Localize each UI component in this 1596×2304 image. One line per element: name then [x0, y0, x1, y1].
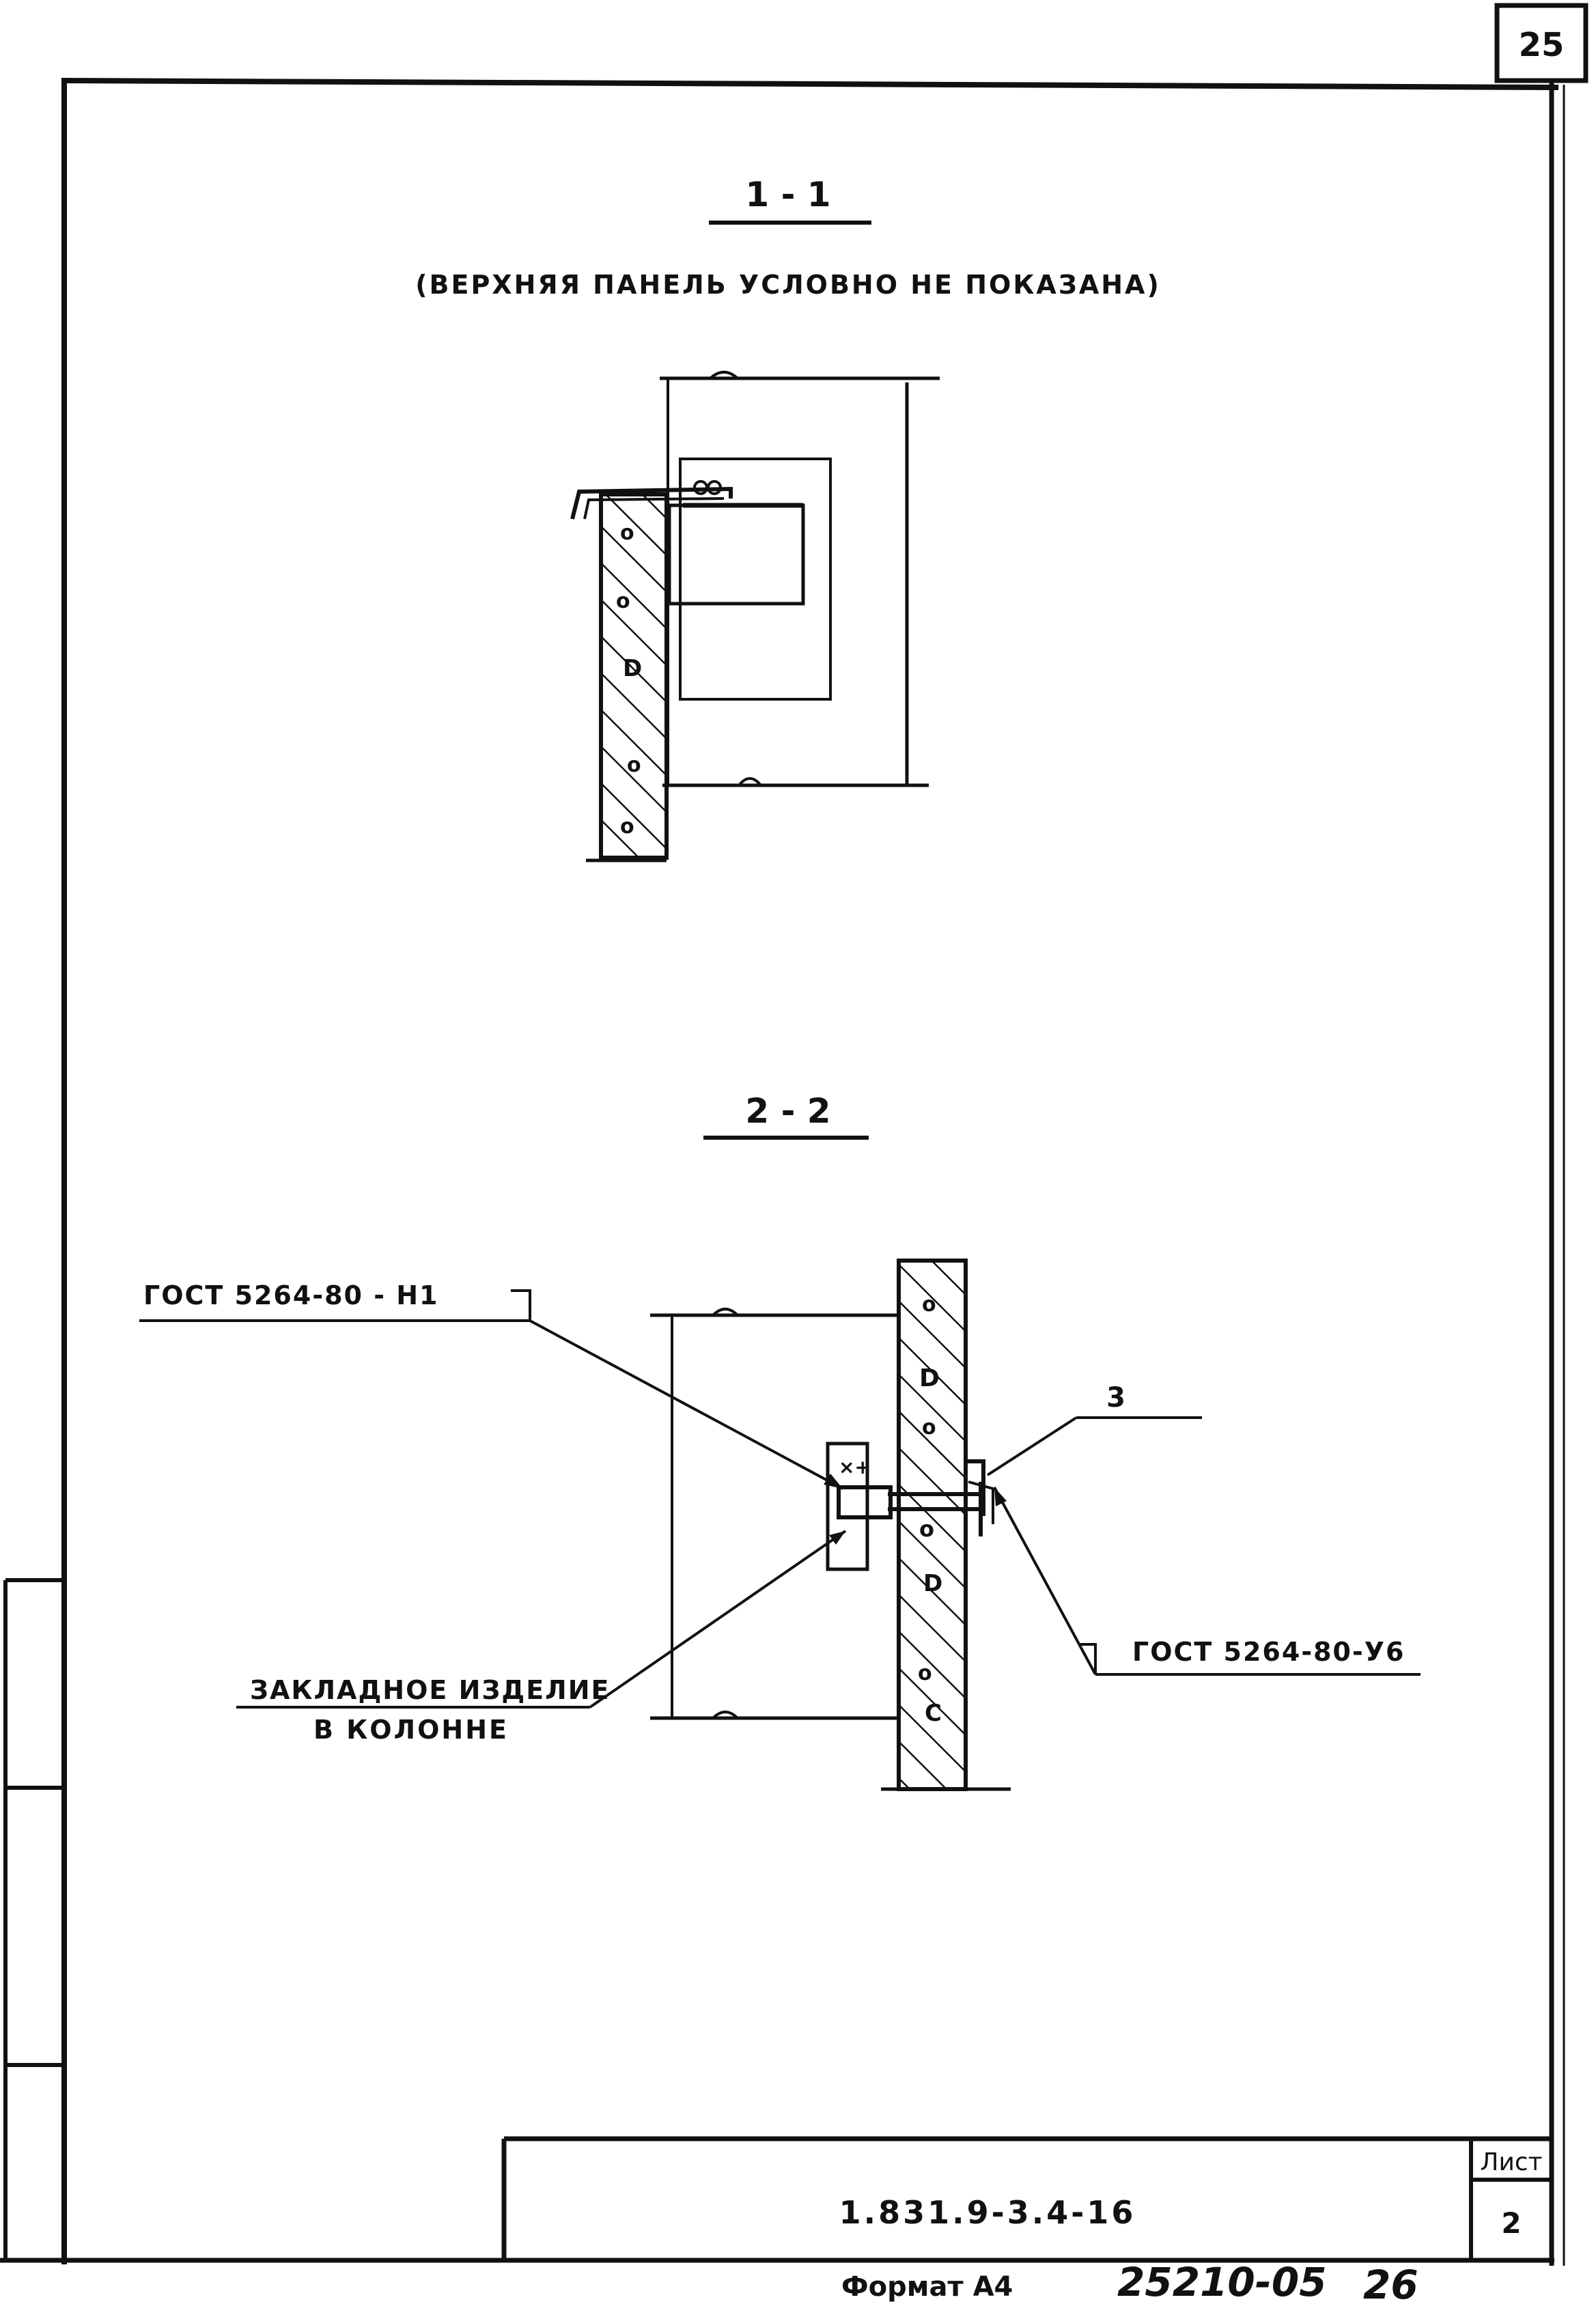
section-1-note: (ВЕРХНЯЯ ПАНЕЛЬ УСЛОВНО НЕ ПОКАЗАНА)	[415, 270, 1161, 300]
svg-text:D: D	[623, 655, 642, 682]
svg-text:o: o	[918, 1661, 932, 1685]
page-number: 25	[1519, 26, 1565, 64]
sheet-number: 2	[1501, 2206, 1521, 2240]
section-2-drawing: o D o o D o C ×+	[650, 1259, 1011, 1791]
format-label: Формат А4	[841, 2271, 1013, 2303]
callout-part-3: 3	[986, 1382, 1202, 1476]
callout-weld-right: ГОСТ 5264-80-У6	[993, 1487, 1420, 1676]
svg-text:o: o	[616, 589, 630, 613]
callout-embedded-line2: В КОЛОННЕ	[313, 1715, 509, 1745]
page-number-box: 25	[1494, 3, 1588, 83]
svg-text:o: o	[627, 753, 641, 777]
svg-text:o: o	[919, 1516, 934, 1542]
inventory-page: 26	[1363, 2262, 1418, 2304]
section-1-title: 1 - 1	[709, 175, 871, 225]
sheet-frame	[0, 78, 1565, 2266]
svg-text:×+: ×+	[839, 1456, 871, 1478]
svg-text:o: o	[620, 521, 634, 545]
document-designation: 1.831.9-3.4-16	[839, 2194, 1136, 2231]
section-2-label: 2 - 2	[745, 1091, 830, 1131]
callout-weld-top-label: ГОСТ 5264-80 - Н1	[143, 1280, 438, 1310]
sheet-label: Лист	[1480, 2148, 1542, 2176]
section-2-title: 2 - 2	[703, 1091, 869, 1140]
svg-text:C: C	[925, 1700, 942, 1727]
callout-embedded-item: ЗАКЛАДНОЕ ИЗДЕЛИЕ В КОЛОННЕ	[236, 1530, 847, 1745]
svg-text:o: o	[922, 1416, 936, 1439]
callout-part-number: 3	[1106, 1382, 1125, 1414]
svg-text:o: o	[922, 1293, 936, 1317]
binding-strip	[3, 1578, 64, 2260]
svg-text:o: o	[620, 815, 634, 839]
title-block: Лист 2 1.831.9-3.4-16	[501, 2136, 1552, 2260]
callout-weld-right-label: ГОСТ 5264-80-У6	[1132, 1637, 1405, 1667]
inventory-number: 25210-05	[1117, 2259, 1327, 2304]
callout-weld-top: ГОСТ 5264-80 - Н1	[139, 1280, 843, 1490]
callout-embedded-line1: ЗАКЛАДНОЕ ИЗДЕЛИЕ	[250, 1675, 611, 1705]
svg-text:D: D	[919, 1364, 940, 1392]
svg-text:D: D	[923, 1570, 942, 1597]
section-1-label: 1 - 1	[745, 175, 830, 214]
section-1-drawing: o o D o o	[570, 371, 940, 862]
